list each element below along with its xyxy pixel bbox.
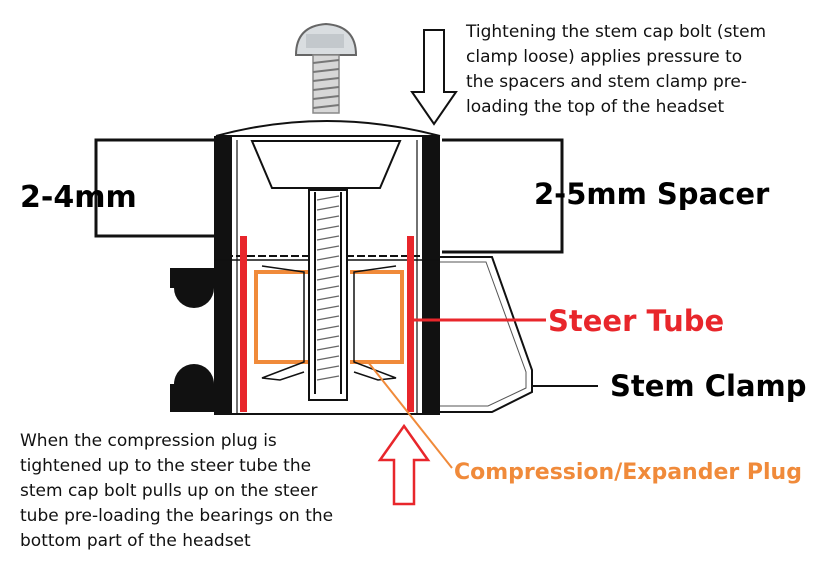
plug-label: Compression/Expander Plug xyxy=(454,460,802,485)
bottom-note-line: tightened up to the steer tube the xyxy=(20,456,312,476)
bottom-note-line: tube pre-loading the bearings on the xyxy=(20,506,334,526)
top-note-line: clamp loose) applies pressure to xyxy=(466,47,743,67)
compression-plug xyxy=(254,270,404,364)
top-note-line: loading the top of the headset xyxy=(466,97,725,117)
bottom-note-line: When the compression plug is xyxy=(20,431,277,451)
gap-bracket xyxy=(94,138,216,238)
threaded-rod xyxy=(308,189,348,401)
bottom-note-line: stem cap bolt pulls up on the steer xyxy=(20,481,318,501)
bottom-note-line: bottom part of the headset xyxy=(20,531,251,551)
down-arrow-icon xyxy=(410,29,458,126)
bottom-note: When the compression plug is tightened u… xyxy=(20,429,333,554)
steer-tube xyxy=(240,236,414,412)
stem-cap-bolt xyxy=(294,22,358,114)
stem-clamp-label: Stem Clamp xyxy=(610,369,807,403)
top-note-line: the spacers and stem clamp pre- xyxy=(466,72,747,92)
stem-column xyxy=(214,136,440,415)
up-arrow-icon xyxy=(377,423,431,506)
spacer-label: 2-5mm Spacer xyxy=(534,177,770,211)
plug-leader xyxy=(367,361,453,469)
spacer-bracket xyxy=(442,138,564,254)
top-note: Tightening the stem cap bolt (stem clamp… xyxy=(466,20,766,120)
stem-clamp-body xyxy=(170,256,533,413)
stem-cap xyxy=(215,120,441,189)
gap-label: 2-4mm xyxy=(20,180,137,215)
steer-tube-label: Steer Tube xyxy=(548,304,725,338)
top-note-line: Tightening the stem cap bolt (stem xyxy=(466,22,767,42)
